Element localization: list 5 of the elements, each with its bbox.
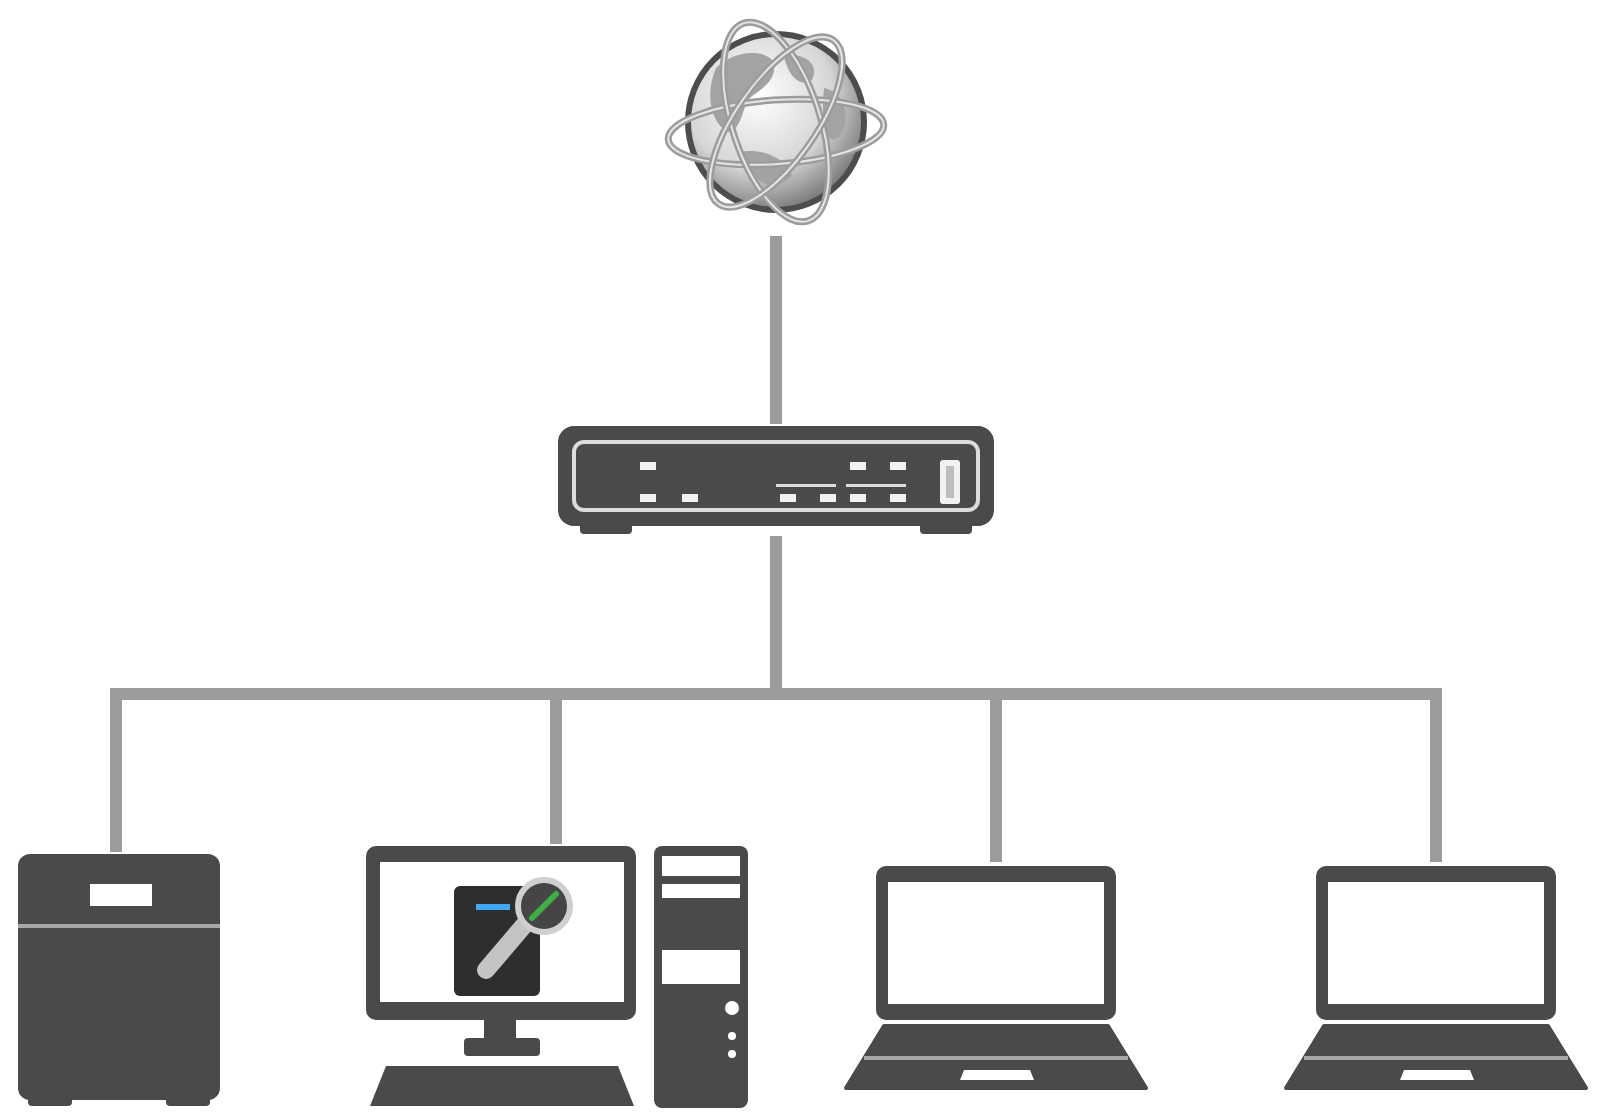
network-router-icon <box>556 424 996 536</box>
laptop-icon <box>840 862 1152 1094</box>
storage-server-icon <box>16 852 222 1108</box>
laptop-icon <box>1280 862 1592 1094</box>
connector-line <box>770 236 782 424</box>
